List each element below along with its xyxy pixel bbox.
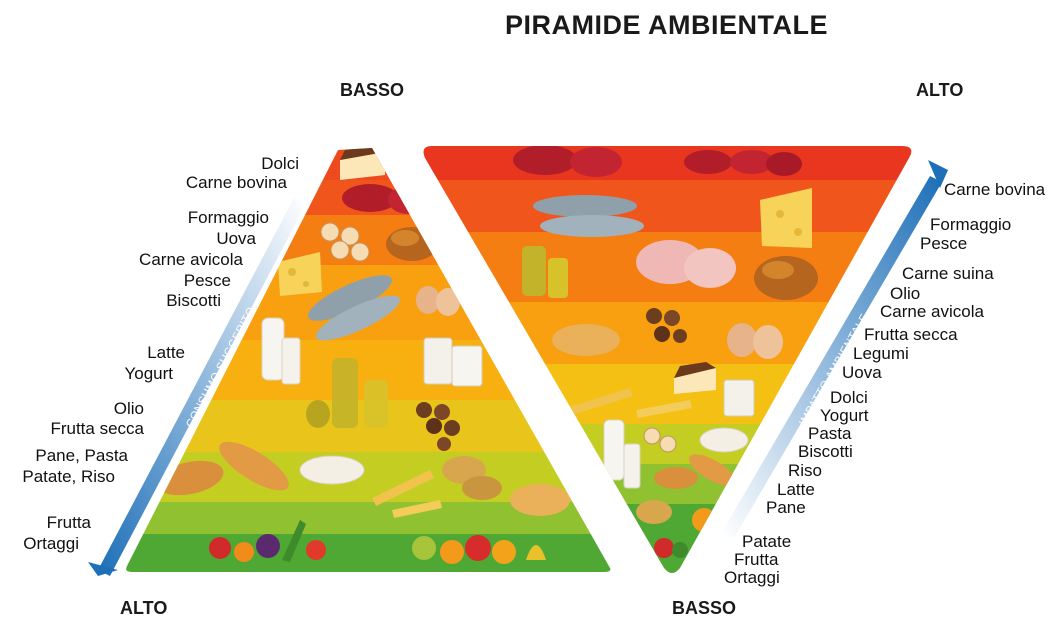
right-food-label: Carne avicola xyxy=(880,302,984,321)
right-food-label: Frutta xyxy=(734,550,779,569)
egg-icon xyxy=(416,286,460,316)
left-food-label: Latte xyxy=(147,343,185,362)
yogurt-icon xyxy=(723,379,755,417)
chestnut-icon xyxy=(416,402,460,451)
chestnut-icon xyxy=(646,308,687,343)
right-food-label: Biscotti xyxy=(798,442,853,461)
cheese-icon xyxy=(278,252,322,296)
vegetables-icon xyxy=(654,538,688,558)
fruit-icon xyxy=(412,535,546,564)
left-food-label: Yogurt xyxy=(124,364,173,383)
chicken-icon xyxy=(754,256,818,300)
right-food-label: Pasta xyxy=(808,424,852,443)
consumo-suggerito-arrow xyxy=(88,198,306,576)
cookies-icon xyxy=(320,222,370,262)
bread-icon xyxy=(654,454,736,489)
potato-icon xyxy=(442,456,502,500)
right-food-label: Patate xyxy=(742,532,792,551)
left-food-label: Formaggio xyxy=(187,208,269,227)
right-food-label: Riso xyxy=(788,461,823,480)
cookies-icon xyxy=(643,427,677,453)
pasta-icon xyxy=(372,470,442,518)
rice-icon xyxy=(299,455,365,485)
left-food-label: Dolci xyxy=(261,154,299,173)
left-food-label: Uova xyxy=(216,229,256,248)
beef-icon xyxy=(342,184,428,214)
left-pyramid-top-label: BASSO xyxy=(340,80,405,100)
vegetables-icon xyxy=(209,520,326,562)
right-food-label: Dolci xyxy=(830,388,868,407)
legumes-icon xyxy=(552,324,620,356)
egg-icon xyxy=(727,323,783,359)
oil-bottle-icon xyxy=(306,358,388,428)
right-food-label: Carne bovina xyxy=(944,180,1046,199)
page-title: PIRAMIDE AMBIENTALE xyxy=(505,10,828,40)
pasta-icon xyxy=(566,388,692,418)
left-band-9 xyxy=(126,534,611,572)
left-pyramid-bottom-label: ALTO xyxy=(120,598,168,618)
pork-icon xyxy=(636,240,736,288)
cake-icon xyxy=(340,148,385,180)
left-food-label: Biscotti xyxy=(166,291,221,310)
left-food-label: Patate, Riso xyxy=(22,467,115,486)
milk-icon xyxy=(603,419,641,489)
fruit-icon xyxy=(692,508,716,532)
cheese-icon xyxy=(760,188,812,248)
right-food-label: Latte xyxy=(777,480,815,499)
left-food-label: Carne avicola xyxy=(139,250,243,269)
milk-icon xyxy=(261,317,301,385)
left-food-label: Pane, Pasta xyxy=(35,446,128,465)
right-food-label: Legumi xyxy=(853,344,909,363)
yogurt-icon xyxy=(423,337,483,387)
left-food-label: Frutta xyxy=(46,513,91,532)
chicken-icon xyxy=(386,227,438,261)
left-food-label: Ortaggi xyxy=(23,534,79,553)
cake-icon xyxy=(674,362,716,394)
left-food-label: Olio xyxy=(113,399,144,418)
potato-icon xyxy=(636,500,672,524)
right-pyramid-bottom-label: BASSO xyxy=(672,598,737,618)
fish-icon xyxy=(307,275,400,341)
left-food-label: Carne bovina xyxy=(185,173,287,192)
right-band-2 xyxy=(423,180,912,232)
beef-icon xyxy=(513,146,802,177)
oil-bottle-icon xyxy=(522,246,568,298)
right-food-label: Pesce xyxy=(920,234,968,253)
right-food-label: Uova xyxy=(842,363,882,382)
fish-icon xyxy=(533,195,644,237)
right-food-label: Carne suina xyxy=(902,264,994,283)
right-food-label: Frutta secca xyxy=(864,325,958,344)
right-food-label: Olio xyxy=(890,284,921,303)
right-band-1 xyxy=(423,146,912,180)
impatto-ambientale-arrow xyxy=(722,160,948,538)
right-food-label: Formaggio xyxy=(930,215,1012,234)
right-food-label: Ortaggi xyxy=(724,568,780,587)
right-pyramid-top-label: ALTO xyxy=(916,80,964,100)
legumes-icon xyxy=(510,484,570,516)
left-food-label: Frutta secca xyxy=(50,419,144,438)
rice-icon xyxy=(699,427,749,453)
left-food-label: Pesce xyxy=(183,271,231,290)
right-food-label: Yogurt xyxy=(820,406,869,425)
right-food-label: Pane xyxy=(766,498,806,517)
